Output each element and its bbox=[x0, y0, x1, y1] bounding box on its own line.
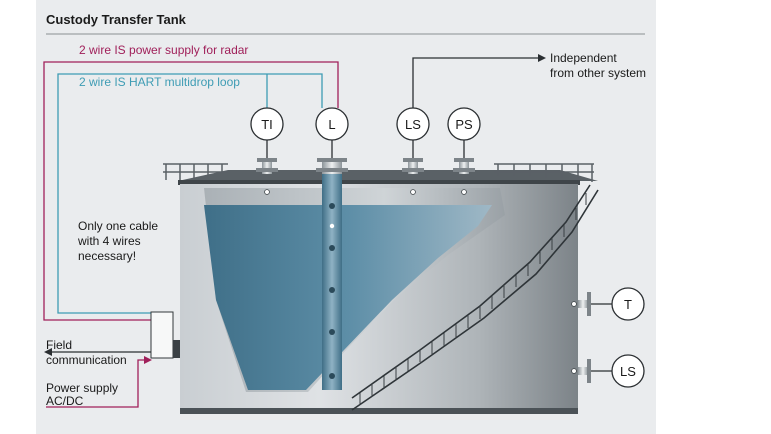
side-nozzle-ls bbox=[571, 359, 591, 383]
power-supply-arrowhead bbox=[144, 356, 152, 364]
power-supply-label-2: AC/DC bbox=[46, 394, 84, 408]
independent-arrowhead bbox=[538, 54, 546, 62]
field-comm-arrowhead bbox=[44, 348, 52, 356]
independent-label-1: Independent bbox=[550, 51, 617, 65]
stairway-treads bbox=[359, 193, 587, 405]
instrument-ti-label: TI bbox=[261, 117, 273, 132]
nozzle-ti bbox=[256, 158, 278, 174]
tank-roof bbox=[178, 170, 598, 181]
instrument-ls-side-label: LS bbox=[620, 364, 636, 379]
instrument-l: L bbox=[315, 107, 349, 141]
tank-base bbox=[180, 408, 578, 414]
instrument-t: T bbox=[611, 287, 645, 321]
level-marker bbox=[329, 223, 335, 229]
roof-railing-right bbox=[494, 163, 594, 182]
roof-railing-left bbox=[163, 163, 228, 180]
power-supply-radar-label: 2 wire IS power supply for radar bbox=[79, 43, 248, 57]
sensor-points bbox=[264, 189, 467, 195]
junction-box-conduit bbox=[173, 340, 180, 358]
cable-note-3: necessary! bbox=[78, 249, 136, 263]
instrument-ti: TI bbox=[250, 107, 284, 141]
still-pipe bbox=[322, 172, 342, 390]
stairway-rail-lower bbox=[351, 189, 599, 411]
field-comm-label-1: Field bbox=[46, 338, 72, 352]
instrument-stems bbox=[266, 140, 612, 372]
field-comm-label-2: communication bbox=[46, 353, 127, 367]
nozzle-ps bbox=[453, 158, 475, 174]
tank-liquid bbox=[204, 205, 492, 390]
power-supply-wire bbox=[46, 359, 147, 408]
hart-loop-label: 2 wire IS HART multidrop loop bbox=[79, 75, 240, 89]
stairway-rail-upper bbox=[351, 184, 591, 399]
instrument-ls-top: LS bbox=[396, 107, 430, 141]
instrument-t-label: T bbox=[624, 297, 632, 312]
diagram-title: Custody Transfer Tank bbox=[46, 12, 187, 27]
still-pipe-holes bbox=[329, 203, 335, 379]
nozzle-l bbox=[316, 158, 348, 174]
instrument-ps: PS bbox=[447, 107, 481, 141]
instrument-ps-label: PS bbox=[455, 117, 473, 132]
instrument-ls-side: LS bbox=[611, 354, 645, 388]
cable-note-1: Only one cable bbox=[78, 219, 158, 233]
nozzle-ls bbox=[402, 158, 424, 174]
instrument-ls-top-label: LS bbox=[405, 117, 421, 132]
hart-loop-wire bbox=[57, 73, 323, 314]
junction-box bbox=[150, 311, 174, 359]
storage-tank bbox=[163, 158, 599, 414]
instrument-l-label: L bbox=[328, 117, 335, 132]
power-wire-radar bbox=[43, 61, 339, 321]
power-supply-label-1: Power supply bbox=[46, 381, 118, 395]
side-nozzle-t bbox=[571, 292, 591, 316]
independent-signal-line bbox=[412, 57, 540, 108]
independent-label-2: from other system bbox=[550, 66, 646, 80]
roof-rim bbox=[178, 180, 580, 185]
cable-note-2: with 4 wires bbox=[77, 234, 141, 248]
